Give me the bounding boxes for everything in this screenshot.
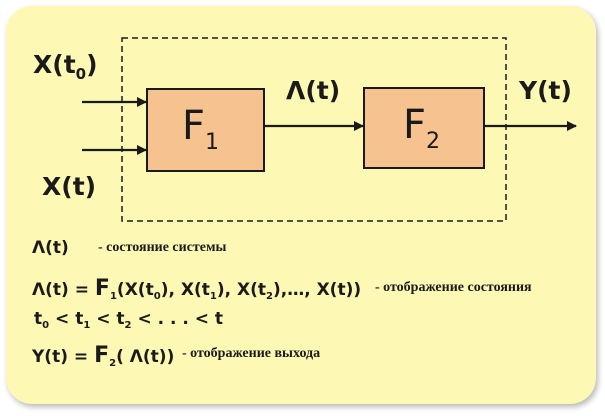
legend-state-map-description: - отображение состояния (375, 280, 532, 295)
input-label-bottom: X(t) (42, 172, 97, 201)
legend-output-map-formula: Y(t) = F2( Λ(t)) (32, 343, 175, 369)
mid-signal-label: Λ(t) (286, 76, 341, 105)
legend-state-formula: Λ(t) (32, 238, 69, 258)
output-label: Y(t) (519, 76, 572, 105)
legend-ordering: t0 < t1 < t2 < . . . < t (34, 309, 224, 331)
block-f1 (146, 88, 265, 172)
block-f2-label: F2 (403, 102, 441, 154)
system-boundary (121, 37, 507, 222)
diagram-panel (6, 6, 596, 404)
input-label-top: X(t0) (33, 50, 98, 83)
block-f1-label: F1 (182, 103, 220, 155)
legend-state-map-formula: Λ(t) = F1(X(t0), X(t1), X(t2),…, X(t)) (32, 276, 362, 302)
block-f2 (363, 87, 485, 169)
legend-output-map-description: - отображение выхода (182, 346, 321, 361)
legend-state-description: - состояние системы (98, 240, 227, 255)
